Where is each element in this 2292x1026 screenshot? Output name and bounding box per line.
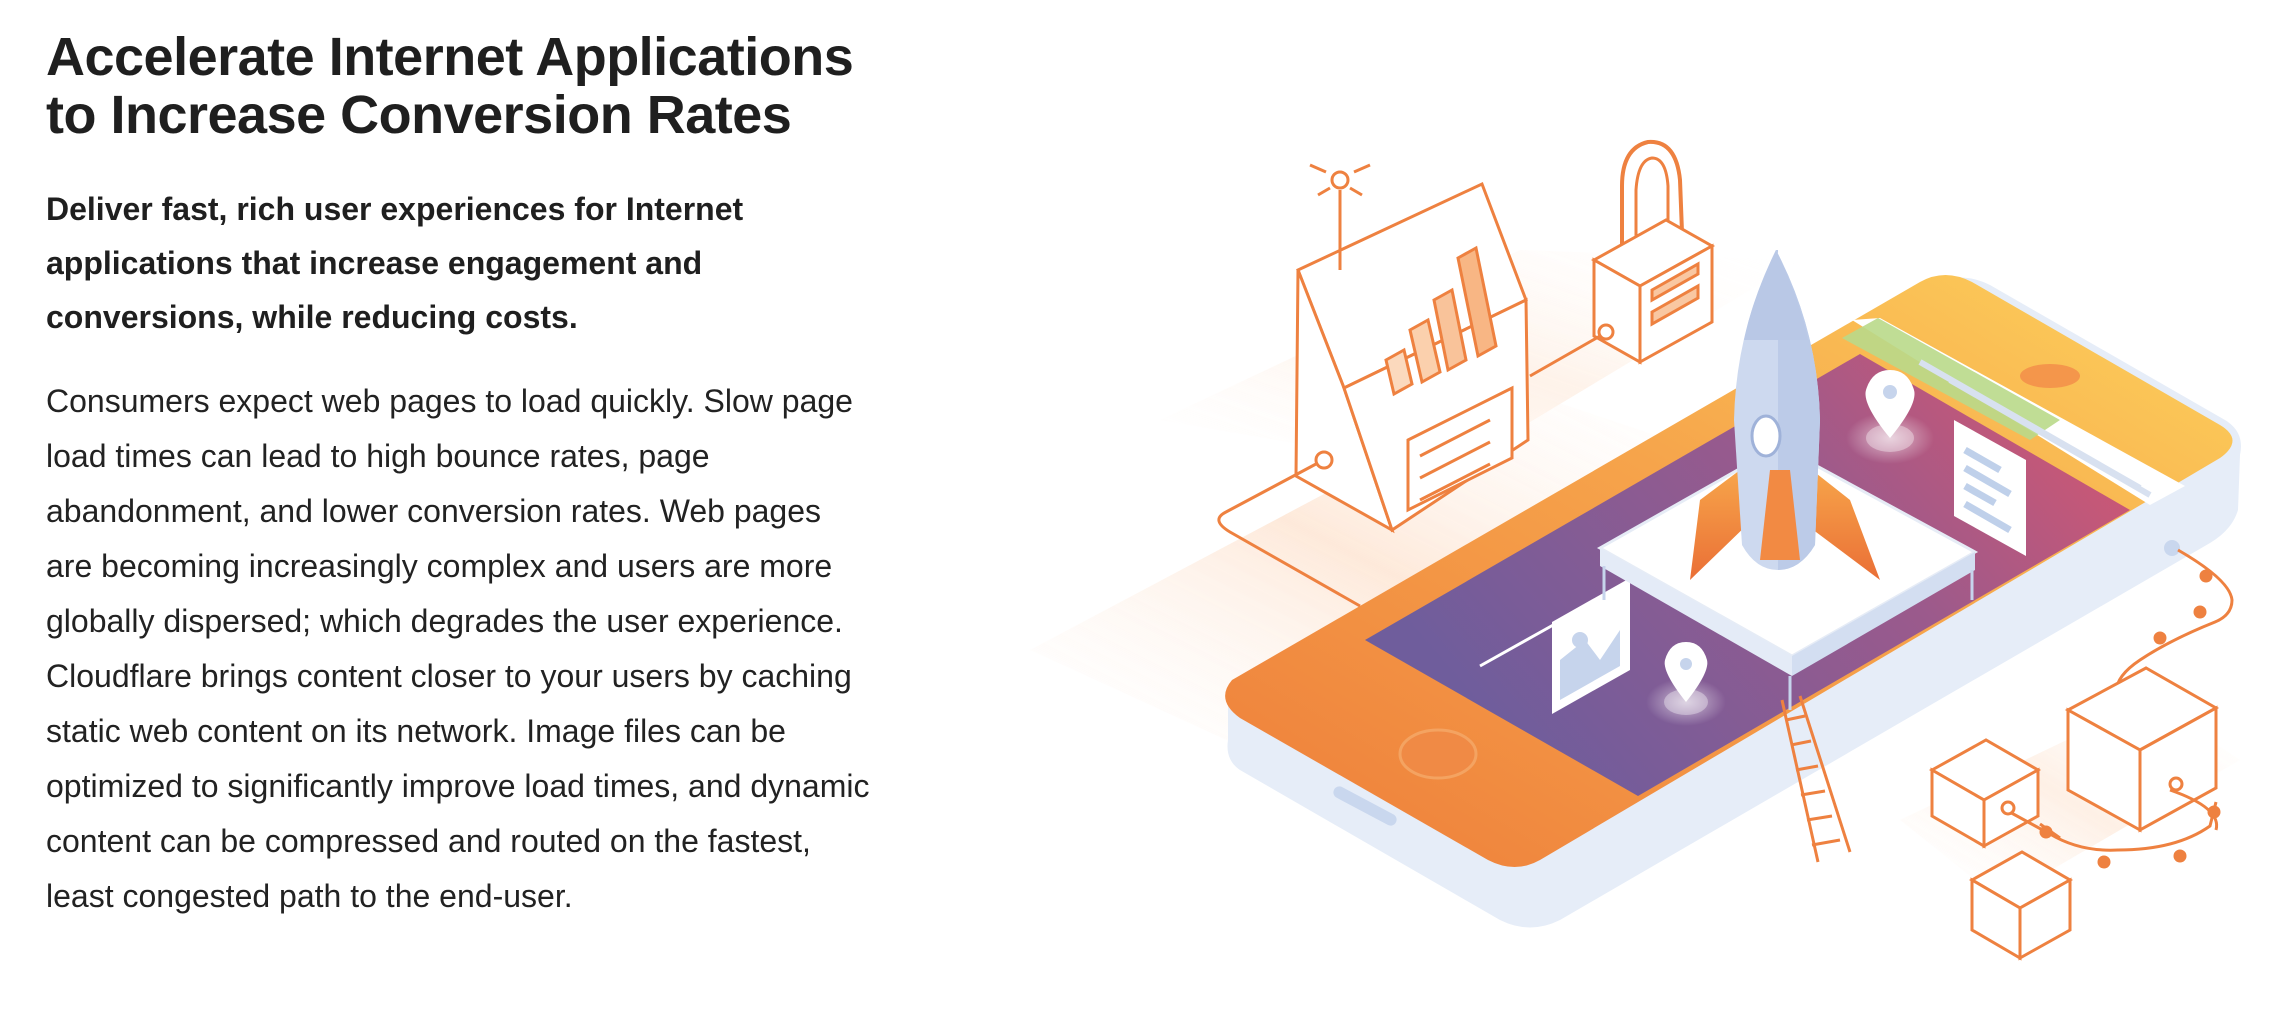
ladder-icon bbox=[1780, 695, 1852, 863]
page-title: Accelerate Internet Applications to Incr… bbox=[46, 27, 854, 145]
lock-icon bbox=[1529, 139, 1716, 378]
network-cubes-icon bbox=[1928, 548, 2234, 961]
location-pin-icon bbox=[1846, 370, 1934, 464]
phone-rocket-illustration bbox=[1020, 120, 2260, 980]
location-pin-icon bbox=[1646, 642, 1726, 726]
lead-paragraph: Deliver fast, rich user experiences for … bbox=[46, 191, 744, 335]
analytics-server-icon bbox=[1217, 163, 1530, 608]
body-paragraph: Consumers expect web pages to load quick… bbox=[46, 383, 870, 914]
rocket-icon bbox=[1690, 250, 1880, 580]
content-column: Accelerate Internet Applications to Incr… bbox=[46, 28, 876, 924]
document-card-icon bbox=[1954, 420, 2026, 556]
image-card-icon bbox=[1479, 578, 1630, 714]
